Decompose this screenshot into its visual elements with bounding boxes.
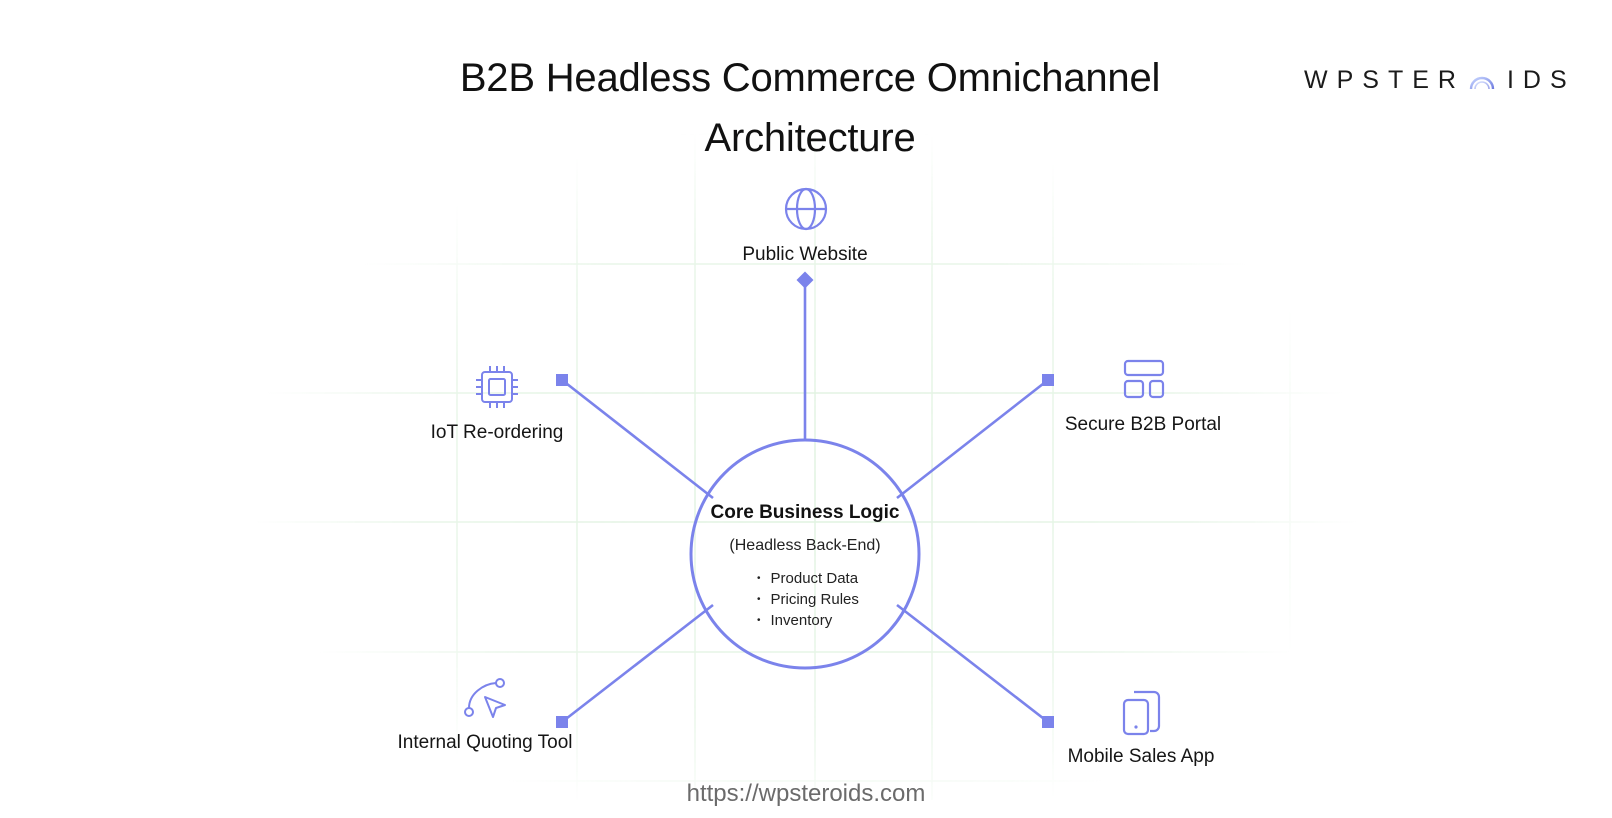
- connector-quoting-tool: [561, 603, 714, 724]
- core-item-list: Product Data Pricing Rules Inventory: [757, 568, 859, 631]
- page-title: B2B Headless Commerce Omnichannel Archit…: [459, 56, 1161, 160]
- node-label-quoting-tool: Internal Quoting Tool: [397, 732, 573, 753]
- core-item: Pricing Rules: [757, 589, 859, 610]
- connector-end-mobile-app: [1042, 716, 1054, 728]
- node-label-mobile-app: Mobile Sales App: [1067, 746, 1215, 767]
- brand-logo: WPSTER IDS: [1304, 62, 1576, 98]
- core-item: Inventory: [757, 610, 859, 631]
- footer-url[interactable]: https://wpsteroids.com: [686, 780, 926, 807]
- logo-arc-icon: [1469, 76, 1495, 90]
- core-circle: [689, 438, 921, 670]
- connector-iot-reordering: [561, 378, 714, 500]
- logo-text-left: WPSTER: [1304, 65, 1465, 94]
- node-label-iot-reordering: IoT Re-ordering: [430, 422, 564, 443]
- core-item: Product Data: [757, 568, 859, 589]
- connector-end-quoting-tool: [556, 716, 568, 728]
- node-label-public-website: Public Website: [742, 244, 868, 265]
- tablet-icon: [1122, 690, 1161, 736]
- connector-end-iot-reordering: [556, 374, 568, 386]
- connector-end-public-website: [796, 271, 814, 289]
- pointer-path-icon: [464, 678, 506, 718]
- node-label-secure-portal: Secure B2B Portal: [1064, 414, 1222, 435]
- core-business-logic: Core Business Logic (Headless Back-End) …: [691, 440, 919, 668]
- connector-mobile-app: [896, 603, 1049, 724]
- connector-secure-portal: [896, 378, 1049, 500]
- core-subtitle: (Headless Back-End): [729, 537, 881, 554]
- connector-end-secure-portal: [1042, 374, 1054, 386]
- layout-icon: [1123, 359, 1165, 399]
- logo-text-right: IDS: [1506, 65, 1576, 94]
- globe-icon: [784, 187, 828, 231]
- core-title: Core Business Logic: [710, 502, 900, 523]
- chip-icon: [476, 366, 518, 408]
